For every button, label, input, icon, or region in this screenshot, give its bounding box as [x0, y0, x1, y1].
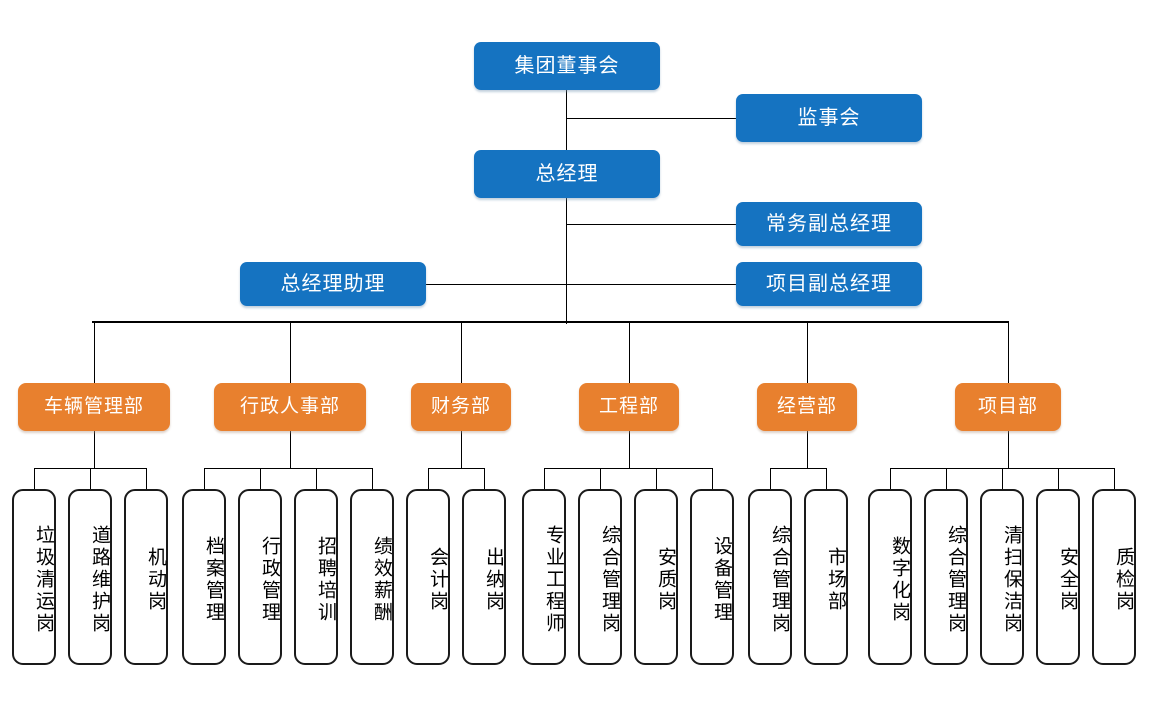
connector-trunk-to-finance [461, 322, 462, 383]
position-node[interactable]: 综合管理岗 [924, 489, 968, 665]
connector-admin-hr-pos-0 [204, 468, 205, 489]
connector-project-pos-3 [1058, 468, 1059, 489]
position-node[interactable]: 清扫保洁岗 [980, 489, 1024, 665]
branch-bus-engineering [544, 468, 712, 469]
connector-trunk-to-engineering [629, 322, 630, 383]
connector-finance-pos-0 [428, 468, 429, 489]
position-node[interactable]: 绩效薪酬 [350, 489, 394, 665]
connector-project-vice-gm [566, 284, 736, 285]
executive-node-board[interactable]: 集团董事会 [474, 42, 660, 90]
position-node[interactable]: 档案管理 [182, 489, 226, 665]
position-node[interactable]: 会计岗 [406, 489, 450, 665]
connector-vehicle-management-pos-0 [34, 468, 35, 489]
position-node[interactable]: 垃圾清运岗 [12, 489, 56, 665]
connector-admin-hr-down [290, 431, 291, 468]
department-node-vehicle-management[interactable]: 车辆管理部 [18, 383, 170, 431]
connector-project-pos-0 [890, 468, 891, 489]
position-node[interactable]: 行政管理 [238, 489, 282, 665]
branch-bus-operations [770, 468, 826, 469]
position-node[interactable]: 专业工程师 [522, 489, 566, 665]
connector-admin-hr-pos-1 [260, 468, 261, 489]
connector-exec-vice-gm [566, 224, 736, 225]
connector-trunk-to-vehicle-management [94, 322, 95, 383]
connector-engineering-pos-3 [712, 468, 713, 489]
connector-admin-hr-pos-3 [372, 468, 373, 489]
connector-operations-pos-0 [770, 468, 771, 489]
connector-vehicle-management-down [94, 431, 95, 468]
connector-gm-spine [566, 198, 567, 324]
connector-admin-hr-pos-2 [316, 468, 317, 489]
connector-trunk-to-operations [807, 322, 808, 383]
executive-node-gm-assistant[interactable]: 总经理助理 [240, 262, 426, 306]
position-node[interactable]: 出纳岗 [462, 489, 506, 665]
connector-project-down [1008, 431, 1009, 468]
position-node[interactable]: 市场部 [804, 489, 848, 665]
connector-supervisory [566, 118, 736, 119]
connector-operations-down [807, 431, 808, 468]
department-node-engineering[interactable]: 工程部 [579, 383, 679, 431]
branch-bus-admin-hr [204, 468, 372, 469]
connector-vehicle-management-pos-2 [146, 468, 147, 489]
connector-engineering-down [629, 431, 630, 468]
connector-trunk-to-admin-hr [290, 322, 291, 383]
connector-engineering-pos-0 [544, 468, 545, 489]
executive-node-supervisory[interactable]: 监事会 [736, 94, 922, 142]
position-node[interactable]: 招聘培训 [294, 489, 338, 665]
connector-trunk-to-project [1008, 322, 1009, 383]
department-node-operations[interactable]: 经营部 [757, 383, 857, 431]
connector-engineering-pos-1 [600, 468, 601, 489]
executive-node-exec-vice-gm[interactable]: 常务副总经理 [736, 202, 922, 246]
position-node[interactable]: 数字化岗 [868, 489, 912, 665]
department-node-admin-hr[interactable]: 行政人事部 [214, 383, 366, 431]
connector-project-pos-4 [1114, 468, 1115, 489]
branch-bus-finance [428, 468, 484, 469]
executive-node-project-vice-gm[interactable]: 项目副总经理 [736, 262, 922, 306]
department-node-finance[interactable]: 财务部 [411, 383, 511, 431]
connector-finance-down [461, 431, 462, 468]
connector-project-pos-2 [1002, 468, 1003, 489]
connector-main-trunk [92, 321, 1009, 323]
position-node[interactable]: 机动岗 [124, 489, 168, 665]
connector-gm-assistant [426, 284, 566, 285]
position-node[interactable]: 综合管理岗 [578, 489, 622, 665]
position-node[interactable]: 质检岗 [1092, 489, 1136, 665]
connector-operations-pos-1 [826, 468, 827, 489]
position-node[interactable]: 安质岗 [634, 489, 678, 665]
executive-node-general-manager[interactable]: 总经理 [474, 150, 660, 198]
connector-engineering-pos-2 [656, 468, 657, 489]
connector-finance-pos-1 [484, 468, 485, 489]
position-node[interactable]: 安全岗 [1036, 489, 1080, 665]
position-node[interactable]: 设备管理 [690, 489, 734, 665]
department-node-project[interactable]: 项目部 [955, 383, 1061, 431]
connector-vehicle-management-pos-1 [90, 468, 91, 489]
connector-project-pos-1 [946, 468, 947, 489]
position-node[interactable]: 道路维护岗 [68, 489, 112, 665]
position-node[interactable]: 综合管理岗 [748, 489, 792, 665]
connector-board-down [566, 90, 567, 150]
